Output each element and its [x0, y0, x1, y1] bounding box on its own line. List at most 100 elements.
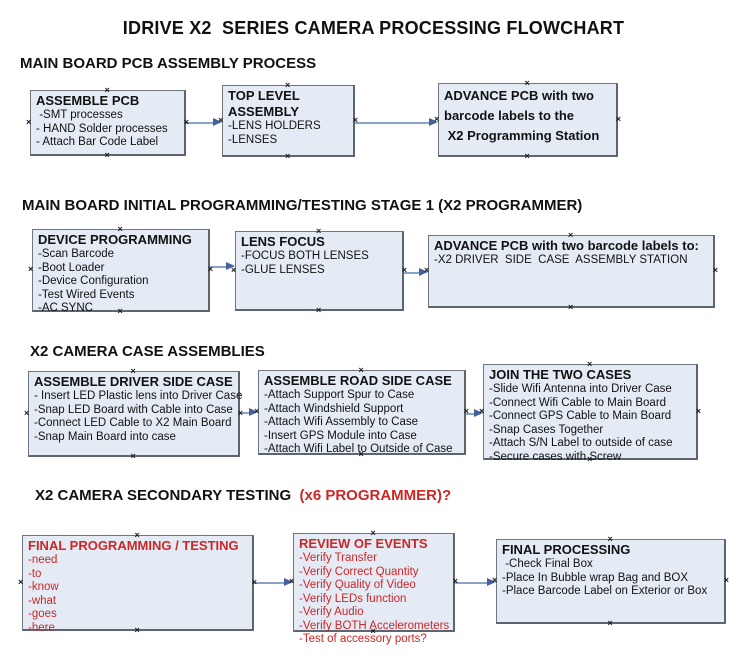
box-item: -AC SYNC	[38, 302, 93, 314]
box-item: -Device Configuration	[38, 275, 149, 287]
arrow-head-icon	[419, 268, 428, 276]
box-title: TOP LEVEL ASSEMBLY	[228, 88, 303, 119]
section-heading-initial-programming: MAIN BOARD INITIAL PROGRAMMING/TESTING S…	[22, 197, 582, 214]
connector-handle-icon: ×	[316, 226, 322, 236]
connector-handle-icon: ×	[254, 406, 260, 416]
arrow-head-icon	[226, 262, 235, 270]
box-items: -SMT processes- HAND Solder processes- A…	[36, 109, 179, 150]
connector-handle-icon: ×	[316, 305, 322, 315]
connector-handle-icon: ×	[358, 449, 364, 459]
connector-handle-icon: ×	[231, 264, 237, 275]
box-item: -know	[28, 581, 59, 593]
connector-handle-icon: ×	[130, 366, 136, 376]
box-item: -Attach S/N Label to outside of case	[489, 437, 673, 449]
box-item: -Slide Wifi Antenna into Driver Case	[489, 383, 672, 395]
box-item: -Scan Barcode	[38, 248, 115, 260]
box-item: - HAND Solder processes	[36, 122, 168, 135]
connector-handle-icon: ×	[479, 405, 485, 416]
arrow-head-icon	[249, 408, 258, 416]
box-title: REVIEW OF EVENTS	[299, 536, 428, 551]
connector-handle-icon: ×	[104, 85, 110, 95]
box-item: -Snap Main Board into case	[34, 430, 176, 443]
box-title: DEVICE PROGRAMMING	[38, 232, 192, 247]
box-items: - Insert LED Plastic lens into Driver Ca…	[34, 390, 242, 444]
connector-handle-icon: ×	[104, 150, 110, 160]
connector-handle-icon: ×	[712, 265, 718, 275]
connector-handle-icon: ×	[183, 116, 189, 127]
arrow-line	[210, 266, 229, 268]
connector-handle-icon: ×	[207, 264, 213, 274]
connector-handle-icon: ×	[134, 625, 140, 635]
box-item: -Place In Bubble wrap Bag and BOX	[502, 571, 689, 584]
arrow-head-icon	[284, 578, 293, 586]
arrow-line	[455, 582, 490, 584]
box-title: FINAL PROGRAMMING / TESTING	[28, 538, 239, 553]
box-items: -X2 DRIVER SIDE CASE ASSEMBLY STATION	[434, 254, 708, 268]
connector-handle-icon: ×	[401, 264, 407, 275]
box-item: -Boot Loader	[38, 261, 105, 274]
connector-arrow	[355, 117, 438, 128]
arrow-head-icon	[213, 118, 222, 126]
connector-handle-icon: ×	[130, 451, 136, 461]
section-heading-text: X2 CAMERA SECONDARY TESTING	[35, 487, 296, 504]
section-heading-case-assemblies: X2 CAMERA CASE ASSEMBLIES	[30, 343, 265, 360]
connector-handle-icon: ×	[117, 224, 123, 234]
connector-handle-icon: ×	[524, 151, 530, 161]
connector-arrow	[240, 407, 258, 418]
arrow-line	[186, 122, 216, 124]
box-title: ASSEMBLE DRIVER SIDE CASE	[34, 374, 233, 389]
flow-box-advance-pcb-driver-side: ADVANCE PCB with two barcode labels to: …	[424, 231, 718, 312]
arrow-line	[240, 412, 252, 414]
box-item: -Connect LED Cable to X2 Main Board	[34, 417, 232, 429]
connector-handle-icon: ×	[695, 405, 701, 416]
connector-handle-icon: ×	[24, 407, 30, 418]
connector-handle-icon: ×	[524, 78, 530, 88]
connector-handle-icon: ×	[358, 365, 364, 375]
connector-arrow	[455, 577, 496, 588]
box-bold-lines: ADVANCE PCB with two barcode labels to th…	[444, 86, 611, 146]
box-item: ADVANCE PCB with two	[444, 88, 594, 103]
flow-box-final-processing: FINAL PROCESSING -Check Final Box-Place …	[492, 535, 729, 628]
box-item: -Attach Support Spur to Case	[264, 389, 415, 401]
connector-arrow	[466, 408, 483, 419]
box-item: -to	[28, 567, 42, 580]
box-items: -Slide Wifi Antenna into Driver Case -Con…	[489, 383, 691, 464]
box-item: barcode labels to the	[444, 108, 575, 123]
connector-handle-icon: ×	[352, 114, 358, 125]
flow-box-assemble-road-side-case: ASSEMBLE ROAD SIDE CASE -Attach Support …	[254, 366, 469, 459]
arrow-head-icon	[429, 118, 438, 126]
flow-box-join-the-two-cases: JOIN THE TWO CASES -Slide Wifi Antenna i…	[479, 360, 701, 464]
box-items: -Verify Transfer-Verify Correct Quantity…	[299, 552, 449, 647]
section-heading-text: MAIN BOARD INITIAL PROGRAMMING/TESTING S…	[22, 197, 583, 214]
box-item: -Verify Correct Quantity	[299, 565, 419, 578]
section-heading-secondary-testing: X2 CAMERA SECONDARY TESTING (x6 PROGRAMM…	[35, 487, 451, 504]
connector-handle-icon: ×	[26, 116, 32, 127]
page-title: IDRIVE X2 SERIES CAMERA PROCESSING FLOWC…	[122, 18, 625, 38]
box-title: LENS FOCUS	[241, 234, 325, 249]
box-item: -Test Wired Events	[38, 288, 135, 301]
connector-handle-icon: ×	[723, 575, 729, 585]
connector-handle-icon: ×	[568, 230, 574, 240]
connector-handle-icon: ×	[289, 576, 295, 586]
box-item: -Attach Wifi Assembly to Case	[264, 416, 419, 428]
connector-handle-icon: ×	[424, 265, 430, 275]
section-heading-text: MAIN BOARD PCB ASSEMBLY PROCESS	[20, 55, 317, 72]
connector-arrow	[254, 577, 293, 588]
connector-handle-icon: ×	[370, 626, 376, 636]
box-item: -Verify Quality of Video	[299, 579, 416, 591]
box-items: -LENS HOLDERS-LENSES	[228, 120, 348, 147]
flow-box-assemble-pcb: ASSEMBLE PCB -SMT processes- HAND Solder…	[26, 86, 189, 160]
connector-handle-icon: ×	[434, 113, 440, 124]
box-item: -Attach Wifi Label to Outside of Case	[264, 443, 453, 455]
box-item: -goes	[28, 608, 57, 620]
box-items: -need-to-know-what-goes-here	[28, 554, 247, 635]
box-items: -FOCUS BOTH LENSES-GLUE LENSES	[241, 250, 397, 277]
arrow-line	[355, 122, 432, 124]
box-item: -Test of accessory ports?	[299, 633, 427, 645]
connector-handle-icon: ×	[285, 151, 291, 161]
connector-handle-icon: ×	[463, 406, 469, 416]
box-item: -Connect GPS Cable to Main Board	[489, 410, 672, 422]
box-item: -Verify LEDs function	[299, 592, 407, 605]
connector-handle-icon: ×	[28, 264, 34, 274]
